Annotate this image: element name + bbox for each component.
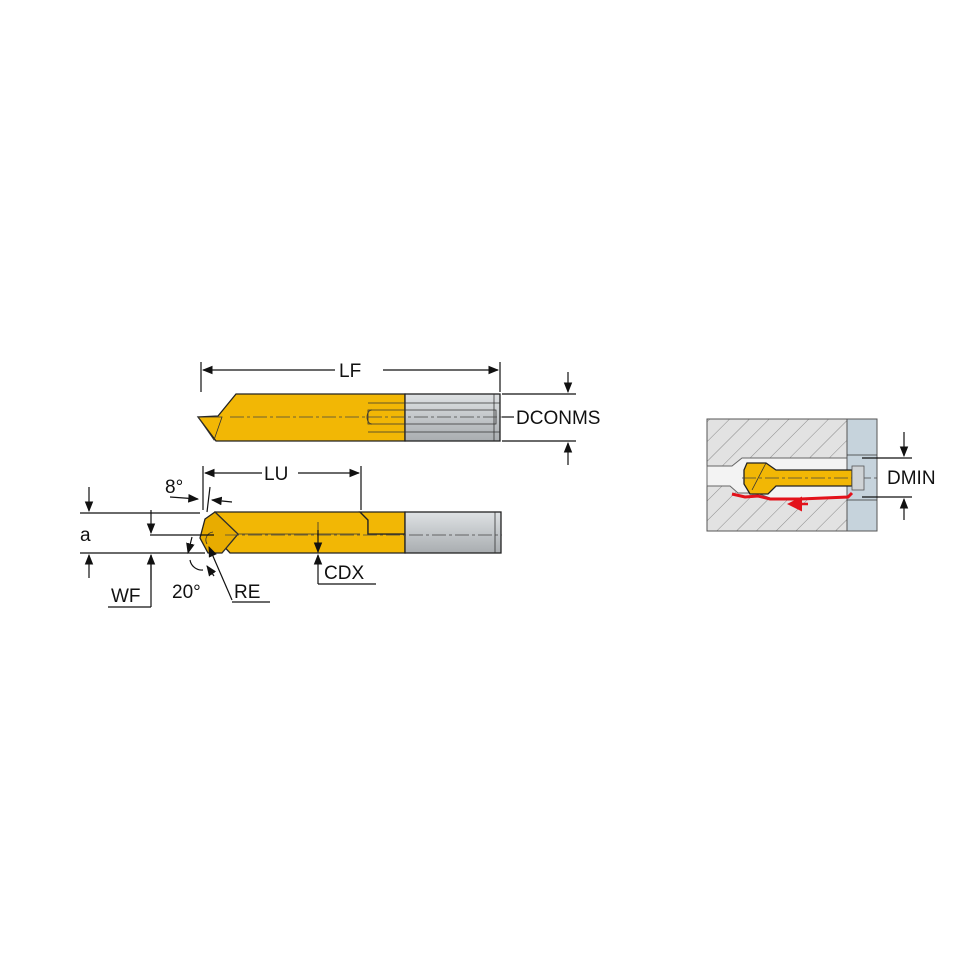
lu-dimension: LU [202, 464, 362, 510]
dconms-dimension: DCONMS [502, 372, 600, 465]
tool-in-bore [743, 462, 853, 495]
shank-bottom [404, 511, 502, 554]
re-label: RE [234, 582, 260, 603]
lu-label: LU [264, 464, 288, 485]
tool-top-view [196, 393, 502, 442]
lf-dimension: LF [200, 361, 501, 392]
a-label: a [80, 525, 91, 546]
carbide-head-top [196, 393, 406, 442]
cdx-label: CDX [324, 563, 364, 584]
re-dimension: RE [208, 546, 270, 603]
dmin-dimension: DMIN [862, 432, 936, 520]
cdx-dimension: CDX [313, 530, 376, 585]
wf-dimension: WF [108, 510, 214, 608]
lf-label: LF [339, 361, 361, 382]
angle-8-label: 8° [165, 477, 183, 498]
dmin-label: DMIN [887, 468, 936, 489]
angle-20-dimension: 20° [172, 536, 217, 603]
tool-bottom-view [199, 511, 502, 554]
head-chamfer [197, 416, 223, 441]
carbide-body [358, 511, 406, 535]
dconms-label: DCONMS [516, 408, 600, 429]
angle-8-dimension: 8° [165, 477, 233, 513]
wf-label: WF [111, 586, 141, 607]
angle-20-label: 20° [172, 582, 201, 603]
a-dimension: a [80, 487, 205, 578]
shank-top [404, 393, 501, 442]
chip-flow-line [731, 491, 854, 501]
application-view [706, 418, 880, 532]
